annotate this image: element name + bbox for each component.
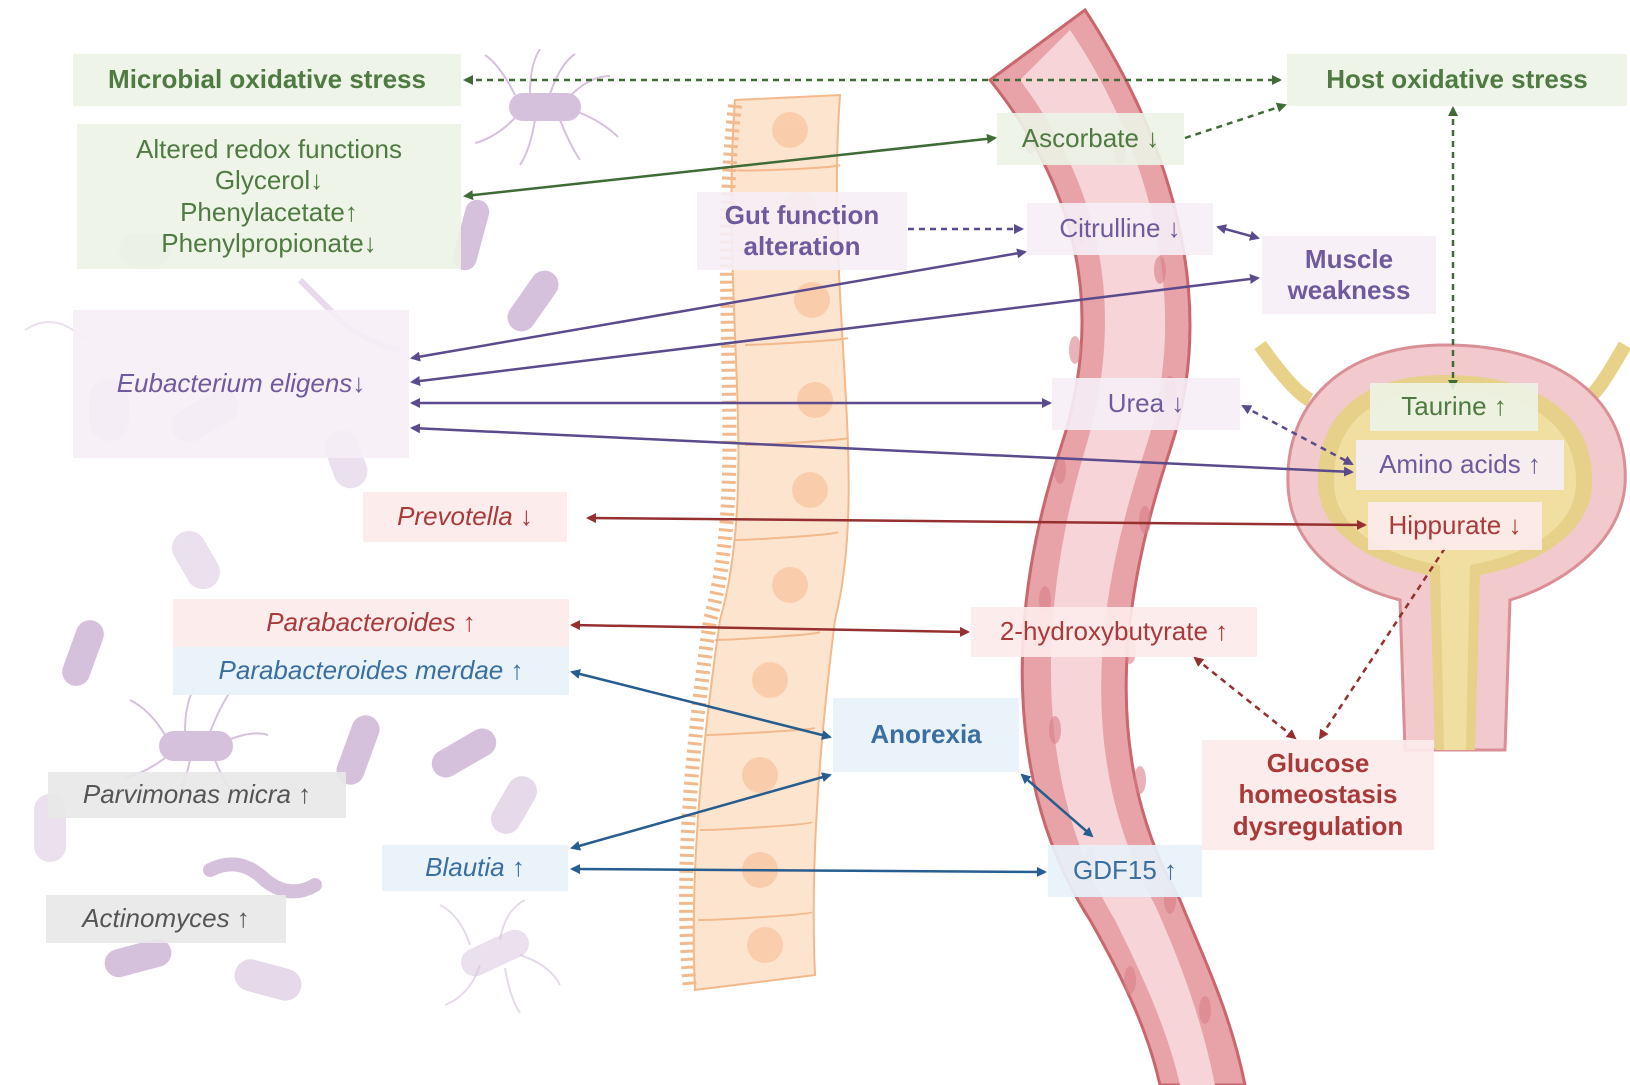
bacterium [59,618,106,689]
eubacterium-eligens-label: Eubacterium eligens↓ [117,368,366,399]
muscle-weakness-line1: Muscle [1305,244,1393,275]
amino-acids-box: Amino acids ↑ [1356,440,1564,490]
gut-function-alteration-box: Gut function alteration [697,192,907,270]
hydroxybutyrate-label: 2-hydroxybutyrate ↑ [1000,616,1228,647]
gdf15-box: GDF15 ↑ [1048,845,1202,897]
glucose-line2: homeostasis [1239,779,1398,810]
ascorbate-label: Ascorbate ↓ [1022,123,1159,154]
actinomyces-box: Actinomyces ↑ [46,895,286,943]
host-oxidative-stress-label: Host oxidative stress [1326,64,1588,95]
hippurate-box: Hippurate ↓ [1368,502,1542,550]
microbial-oxidative-stress-label: Microbial oxidative stress [108,64,426,95]
gut-function-line1: Gut function [725,200,880,231]
muscle-weakness-line2: weakness [1288,275,1411,306]
parvimonas-micra-box: Parvimonas micra ↑ [48,772,346,818]
blautia-box: Blautia ↑ [382,845,568,891]
eubacterium-eligens-box: Eubacterium eligens↓ [73,310,409,458]
urea-box: Urea ↓ [1052,378,1240,430]
anorexia-box: Anorexia [833,698,1019,772]
urea-label: Urea ↓ [1108,388,1185,419]
anorexia-label: Anorexia [870,719,981,750]
prevotella-label: Prevotella ↓ [397,501,533,532]
gut-function-line2: alteration [743,231,860,262]
parabacteroides-label: Parabacteroides ↑ [266,607,476,638]
microbial-oxidative-stress-box: Microbial oxidative stress [73,54,461,106]
blautia-label: Blautia ↑ [425,852,525,883]
glucose-line1: Glucose [1267,748,1370,779]
parabacteroides-merdae-box: Parabacteroides merdae ↑ [173,647,569,695]
arrow-ascorbate-host [1185,105,1285,138]
parabacteroides-merdae-label: Parabacteroides merdae ↑ [219,655,524,686]
bacterium [232,957,304,1003]
blood-vessel [990,10,1245,1085]
citrulline-label: Citrulline ↓ [1059,213,1180,244]
arrow-eubacterium-aminoacids [412,428,1352,472]
bacterium [487,772,541,838]
muscle-weakness-box: Muscle weakness [1262,236,1436,314]
arrow-prevotella-hippurate [588,518,1365,525]
actinomyces-label: Actinomyces ↑ [82,903,250,934]
altered-redox-box: Altered redox functions Glycerol↓ Phenyl… [77,124,461,269]
altered-redox-title: Altered redox functions [136,134,402,165]
citrulline-box: Citrulline ↓ [1027,203,1213,255]
bacterium [458,926,532,979]
glycerol-label: Glycerol↓ [215,165,323,196]
host-oxidative-stress-box: Host oxidative stress [1287,54,1627,106]
prevotella-box: Prevotella ↓ [363,492,567,542]
ascorbate-box: Ascorbate ↓ [997,113,1184,165]
arrow-blautia-gdf15 [572,869,1045,872]
bacterium [103,937,173,979]
hydroxybutyrate-box: 2-hydroxybutyrate ↑ [971,607,1257,657]
taurine-box: Taurine ↑ [1370,383,1538,431]
bacterium [160,732,232,760]
amino-acids-label: Amino acids ↑ [1379,449,1541,480]
gdf15-label: GDF15 ↑ [1073,855,1177,886]
glucose-line3: dysregulation [1233,811,1403,842]
bacterium [510,94,580,120]
bacterium [428,725,500,782]
glucose-dysregulation-box: Glucose homeostasis dysregulation [1202,740,1434,850]
hippurate-label: Hippurate ↓ [1389,510,1522,541]
phenylacetate-label: Phenylacetate↑ [180,197,358,228]
phenylpropionate-label: Phenylpropionate↓ [161,228,376,259]
taurine-label: Taurine ↑ [1401,391,1507,422]
bacterium [210,864,315,891]
bacterium [167,526,225,594]
arrow-citrulline-muscle [1218,227,1258,238]
parabacteroides-box: Parabacteroides ↑ [173,599,569,647]
parvimonas-micra-label: Parvimonas micra ↑ [83,779,311,810]
bacterium [503,267,562,336]
arrow-hydroxybutyrate-glucose [1195,658,1295,738]
